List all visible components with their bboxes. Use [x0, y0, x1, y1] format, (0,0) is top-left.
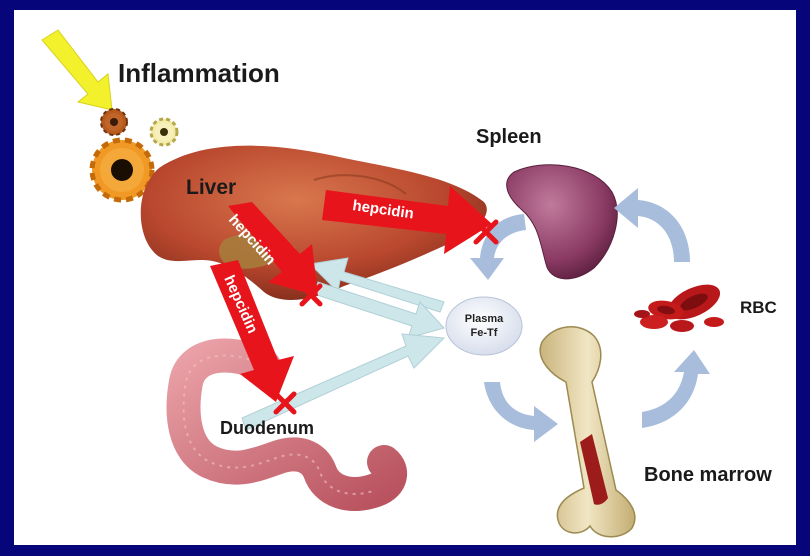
diagram-canvas: hepcidin hepcidin hepcidin Plasma Fe-Tf …: [14, 10, 796, 545]
spleen-label: Spleen: [476, 126, 542, 149]
rbc-cluster: [634, 277, 725, 332]
gear-icon: [92, 140, 152, 200]
duodenum-label: Duodenum: [220, 418, 314, 439]
rbc-label: RBC: [740, 298, 777, 318]
bone-marrow-label: Bone marrow: [644, 464, 772, 487]
fe-tf-label: Fe-Tf: [471, 327, 498, 339]
inflammation-arrow: [42, 30, 112, 110]
liver-label: Liver: [186, 176, 236, 200]
gear-icon: [151, 119, 177, 145]
bone: [540, 327, 635, 537]
inflammation-label: Inflammation: [118, 58, 280, 89]
gear-icon: [101, 109, 127, 135]
plasma-label: Plasma: [465, 313, 504, 325]
plasma-pool: [446, 297, 522, 355]
